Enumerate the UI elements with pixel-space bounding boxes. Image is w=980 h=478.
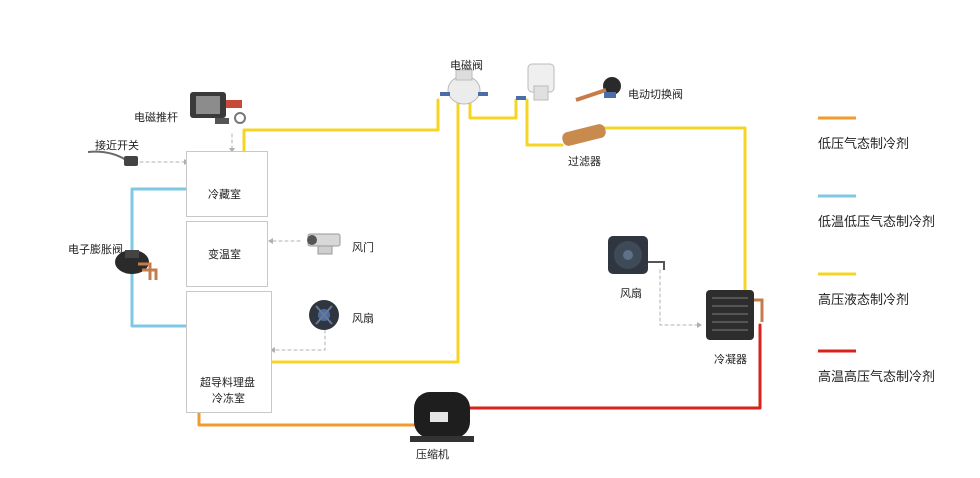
freezer-label-line2: 冷冻室 [212,392,245,405]
solenoid-pusher-label: 电磁推杆 [134,111,178,124]
legend-label-high-temp-high-pressure-gas: 高温高压气态制冷剂 [818,370,936,385]
inner-fan-device [309,300,339,330]
compressor-label: 压缩机 [416,448,449,461]
variable-temp-compartment [186,221,268,287]
variable-temp-label: 变温室 [208,248,241,261]
filter-label: 过滤器 [568,155,601,168]
condenser-label: 冷凝器 [714,353,747,366]
solenoid-valve-device [440,69,488,105]
arrow-to-freezer [270,347,275,353]
motorized-switching-valve-device [575,77,621,102]
proximity-switch-label: 接近开关 [95,139,139,152]
outer-fan-label: 风扇 [620,287,642,300]
inner-fan-label: 风扇 [352,312,374,325]
dash-fan-to-condenser [659,269,701,326]
refrigerator-label: 冷藏室 [208,188,241,201]
solenoid-valve-label: 电磁阀 [450,59,483,72]
arrow-to-variable [268,238,273,244]
condenser-device [706,290,764,340]
arrow-to-fridge-top [229,148,235,153]
legend-label-low-pressure-gas: 低压气态制冷剂 [818,137,910,152]
arrow-to-condenser [697,322,702,328]
proximity-switch-device [87,150,138,166]
freezer-label-line1: 超导料理盘 [200,376,255,389]
refrigerator-compartment [186,151,268,217]
freezer-compartment [186,291,272,413]
compressor-device [410,392,474,442]
pipe-compressor-to-condenser [468,323,762,410]
legend-label-high-pressure-liquid: 高压液态制冷剂 [818,293,910,308]
solenoid-pusher-device [190,92,246,124]
pipe-freezer-to-solenoid [270,96,460,364]
pipe-switch-to-condenser [525,98,747,294]
damper-label: 风门 [352,241,374,254]
outer-fan-device [608,236,665,274]
legend-label-low-temp-low-pressure-gas: 低温低压气态制冷剂 [818,215,936,230]
switching-valve-label: 电动切换阀 [628,88,683,101]
switch-valve-body [516,63,555,101]
filter-device [562,124,606,146]
pipe-solenoid-to-switch [468,98,518,120]
expansion-valve-device [115,250,158,280]
dash-fan-to-freezer [271,329,326,351]
expansion-valve-label: 电子膨胀阀 [68,243,123,256]
damper-device [307,233,341,255]
pipe-fridge-to-solenoid [242,98,440,174]
